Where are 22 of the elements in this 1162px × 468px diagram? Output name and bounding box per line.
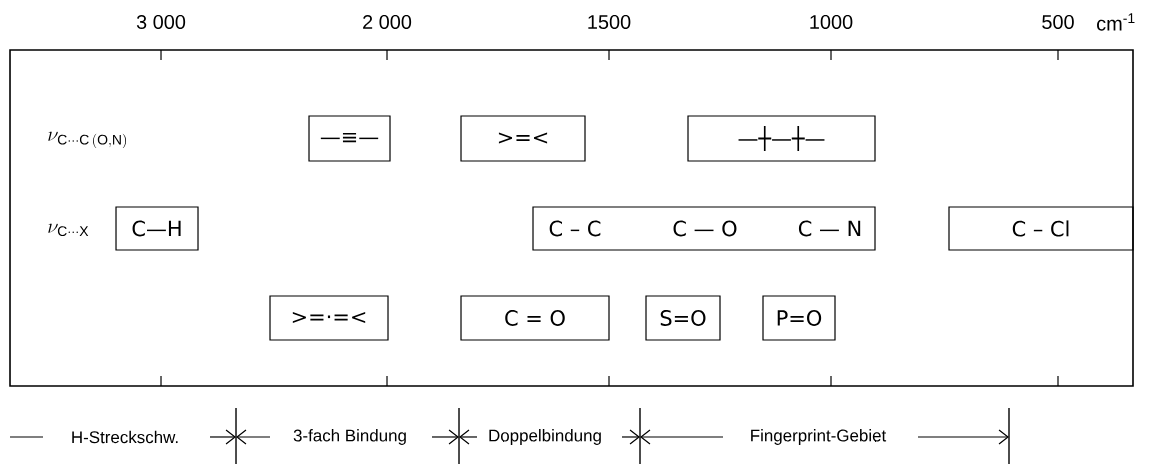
tick-label: 2 000 <box>363 14 412 30</box>
band-box: C—H <box>115 206 199 251</box>
band-box: C – Cl <box>948 206 1134 251</box>
tick-label: 3 000 <box>136 14 186 30</box>
band-box: —┼—┼— <box>687 115 876 162</box>
tick-label: 1000 <box>810 14 853 30</box>
range-label: Doppelbindung <box>489 429 601 445</box>
unit-label: cm$^{-1}$ <box>1097 13 1135 31</box>
tick-label: 1500 <box>588 14 631 30</box>
range-label: Fingerprint-Gebiet <box>751 429 887 445</box>
band-box: S=O <box>645 295 721 341</box>
range-label: H-Streckschw. <box>72 430 178 444</box>
tick-label: 500 <box>1042 14 1074 30</box>
row-label: $\nu_{\mathrm{C\cdots X}}$ <box>48 223 89 237</box>
range-label: 3-fach Bindung <box>293 429 406 445</box>
band-box: >=< <box>460 115 586 162</box>
row-label: $\nu_{\mathrm{C\cdots C\,(O,N)}}$ <box>48 131 127 149</box>
band-box: C – C C — O C — N <box>532 206 876 251</box>
band-box: P=O <box>762 295 836 341</box>
band-box: C = O <box>460 295 610 341</box>
band-box: —≡— <box>308 115 391 162</box>
band-box: >=·=< <box>269 295 389 341</box>
